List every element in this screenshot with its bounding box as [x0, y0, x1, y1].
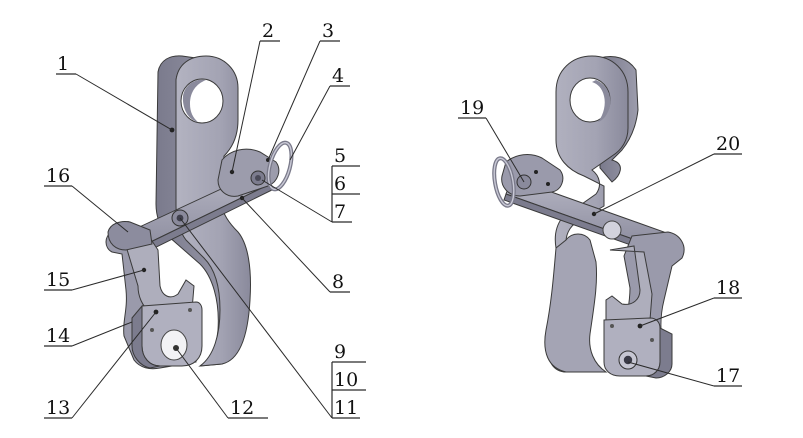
callout-8: 8 — [332, 271, 344, 293]
eye-hole-inner-shadow — [182, 79, 206, 122]
callout-18: 18 — [716, 277, 740, 299]
cam-disc-left — [160, 329, 188, 361]
callout-13: 13 — [46, 397, 70, 419]
callout-12: 12 — [230, 397, 254, 419]
eye-hole-right-shadow — [592, 80, 611, 122]
callout-10: 10 — [334, 369, 358, 391]
cover-plate-right-side — [645, 327, 673, 379]
arm-pivot-pin-right — [602, 220, 622, 240]
callout-17: 17 — [716, 365, 740, 387]
cover-screw-3 — [650, 338, 654, 342]
callout-19: 19 — [460, 97, 484, 119]
cover-screw-1 — [610, 324, 614, 328]
plate-bolt-3 — [150, 328, 154, 332]
callout-7: 7 — [334, 201, 346, 223]
link-rivet-right-2 — [534, 170, 538, 174]
callout-14: 14 — [46, 325, 70, 347]
link-rivet-right — [546, 182, 550, 186]
pull-ring-right-hi — [493, 157, 515, 207]
callout-9: 9 — [334, 341, 346, 363]
callouts: 1 2 3 4 5 6 7 8 9 10 11 — [44, 20, 742, 419]
callout-1: 1 — [57, 53, 69, 75]
callout-4: 4 — [332, 65, 344, 87]
plate-bolt-2 — [188, 308, 192, 312]
callout-2: 2 — [262, 20, 274, 42]
callout-5: 5 — [334, 145, 346, 167]
callout-6: 6 — [334, 173, 346, 195]
right-view — [492, 55, 685, 379]
callout-3: 3 — [322, 20, 334, 42]
link-plate — [217, 148, 280, 197]
callout-15: 15 — [46, 269, 70, 291]
jaw-top-lug — [107, 221, 153, 251]
jaw-left-front — [125, 237, 195, 313]
link-pin-center — [255, 175, 261, 181]
cover-plate-edge — [131, 304, 161, 369]
callout-20: 20 — [716, 133, 740, 155]
callout-11: 11 — [334, 397, 358, 419]
pull-ring-left-hi — [267, 141, 293, 191]
body-lower-right — [544, 233, 608, 373]
left-view — [105, 55, 294, 370]
callout-16: 16 — [46, 165, 70, 187]
